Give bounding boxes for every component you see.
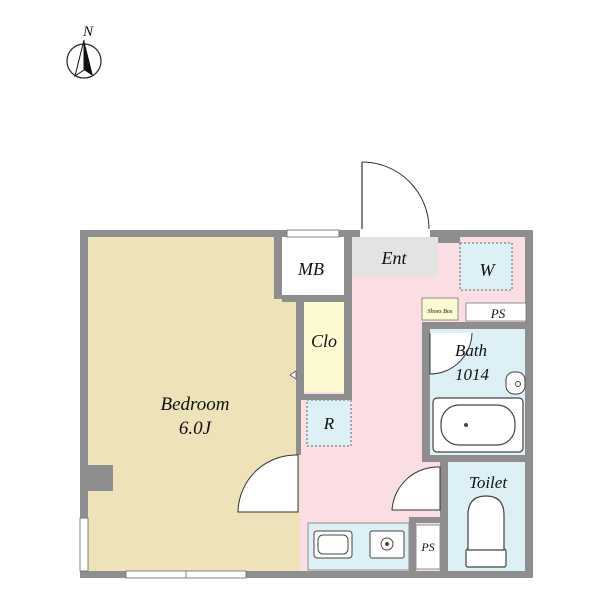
washer-label: W [480,260,497,280]
bath-size: 1014 [455,365,490,384]
window-bedroom-west [79,517,89,572]
bedroom-size: 6.0J [179,418,213,439]
bathtub-icon [432,397,524,453]
bath-door [429,332,473,375]
interior-walls [80,237,525,571]
bedroom-floor [88,237,300,571]
compass-needle-outline [74,39,85,78]
refrigerator-label: R [323,414,335,433]
ps-lower-label: PS [420,540,434,554]
shoes-box-floor [421,297,459,321]
shoes-box-label: Shoes Box [428,309,453,315]
compass: N [66,24,102,79]
bedroom-door [237,454,299,513]
closet-floor [304,302,344,392]
toilet-fixture-icon [465,495,507,568]
bath-label: Bath [455,341,487,360]
compass-needle-icon [84,40,93,76]
ps-upper-label: PS [490,306,506,321]
entrance-door [360,161,430,237]
ps-upper-floor [465,302,527,322]
bath-washbasin-icon [505,371,526,395]
toilet-door [391,466,441,511]
mb-floor [282,237,344,295]
kitchen-sink-icon [313,530,353,559]
washer-space [459,242,513,291]
entrance-floor [352,237,438,277]
bedroom-label: Bedroom [161,394,230,415]
kitchen-stove-icon [369,530,405,559]
closet-door-marker [289,370,297,380]
compass-north-label: N [82,24,94,40]
toilet-label: Toilet [469,473,508,492]
window-mb [286,229,340,238]
closet-label: Clo [311,331,337,351]
mb-label: MB [297,259,324,279]
entrance-label: Ent [381,248,408,268]
